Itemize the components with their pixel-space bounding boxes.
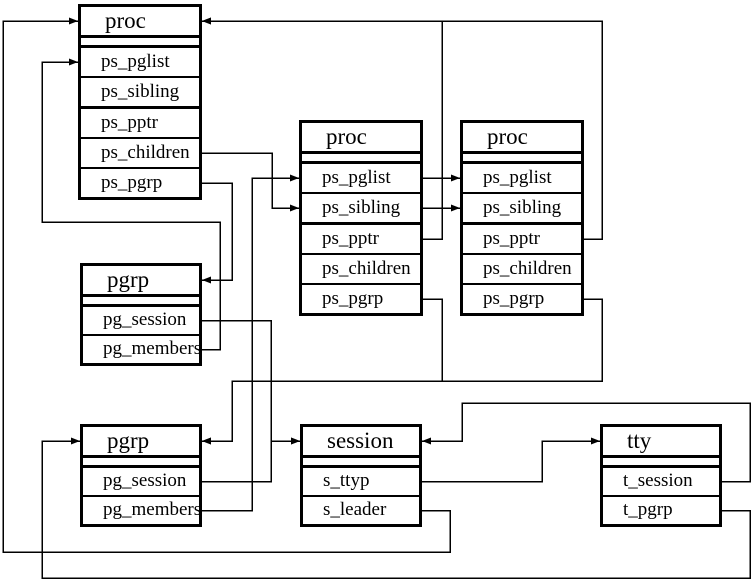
- title-double-rule: [303, 458, 419, 468]
- edge-ps_children-to-proc-child1: [202, 152, 299, 212]
- struct-title-pgrp1: pgrp: [83, 266, 199, 297]
- struct-field-ps_pgrp: ps_pgrp: [302, 283, 420, 313]
- title-double-rule: [83, 458, 199, 468]
- edge-ps_pgrp3-to-pgrp2: [202, 298, 603, 445]
- struct-field-ps_pptr: ps_pptr: [81, 106, 199, 137]
- struct-field-ps_pgrp: ps_pgrp: [81, 167, 199, 197]
- struct-title-pgrp2: pgrp: [83, 427, 199, 458]
- struct-title-proc-child2: proc: [463, 123, 581, 154]
- struct-field-t_pgrp: t_pgrp: [603, 495, 719, 524]
- struct-box-session: session s_ttyp s_leader: [300, 424, 422, 527]
- struct-field-ps_pptr: ps_pptr: [463, 222, 581, 253]
- struct-field-pg_session: pg_session: [103, 470, 187, 491]
- struct-title-tty: tty: [603, 427, 719, 458]
- struct-field-pg_session: pg_session: [103, 309, 187, 330]
- struct-box-pgrp1: pgrp pg_session pg_members: [80, 263, 202, 366]
- struct-box-pgrp2: pgrp pg_session pg_members: [80, 424, 202, 527]
- struct-field-ps_pglist: ps_pglist: [101, 51, 170, 72]
- struct-field-pg_members: pg_members: [83, 495, 201, 524]
- struct-field-s_leader: s_leader: [303, 495, 419, 524]
- struct-box-tty: tty t_session t_pgrp: [600, 424, 722, 527]
- struct-title-session: session: [303, 427, 419, 458]
- edge-pg_members2-to-proc-child1: [202, 174, 299, 512]
- struct-field-ps_pptr: ps_pptr: [302, 222, 420, 253]
- title-double-rule: [81, 38, 199, 48]
- struct-field-ps_children: ps_children: [81, 137, 199, 167]
- struct-field-ps_pglist: ps_pglist: [483, 167, 552, 188]
- struct-field-ps_pglist: ps_pglist: [322, 167, 391, 188]
- edge-pg_session1-to-session: [202, 319, 300, 445]
- edge-pg_session2-to-session: [202, 437, 300, 483]
- struct-field-ps_children: ps_children: [302, 253, 420, 283]
- struct-title-proc-parent: proc: [81, 7, 199, 38]
- struct-field-ps_sibling: ps_sibling: [463, 192, 581, 222]
- title-double-rule: [83, 297, 199, 307]
- struct-field-ps_children: ps_children: [463, 253, 581, 283]
- edge-ps_pgrp1-to-pgrp1: [202, 182, 233, 284]
- struct-field-t_session: t_session: [623, 470, 693, 491]
- title-double-rule: [603, 458, 719, 468]
- struct-field-ps_sibling: ps_sibling: [302, 192, 420, 222]
- struct-field-pg_members: pg_members: [83, 334, 201, 363]
- edge-ps_pgrp2-to-pgrp2: [202, 298, 443, 445]
- title-double-rule: [302, 154, 420, 164]
- title-double-rule: [463, 154, 581, 164]
- struct-field-ps_pgrp: ps_pgrp: [463, 283, 581, 313]
- struct-title-proc-child1: proc: [302, 123, 420, 154]
- edge-s_ttyp-to-tty: [422, 437, 600, 483]
- struct-field-ps_sibling: ps_sibling: [81, 76, 199, 106]
- struct-field-s_ttyp: s_ttyp: [323, 470, 370, 491]
